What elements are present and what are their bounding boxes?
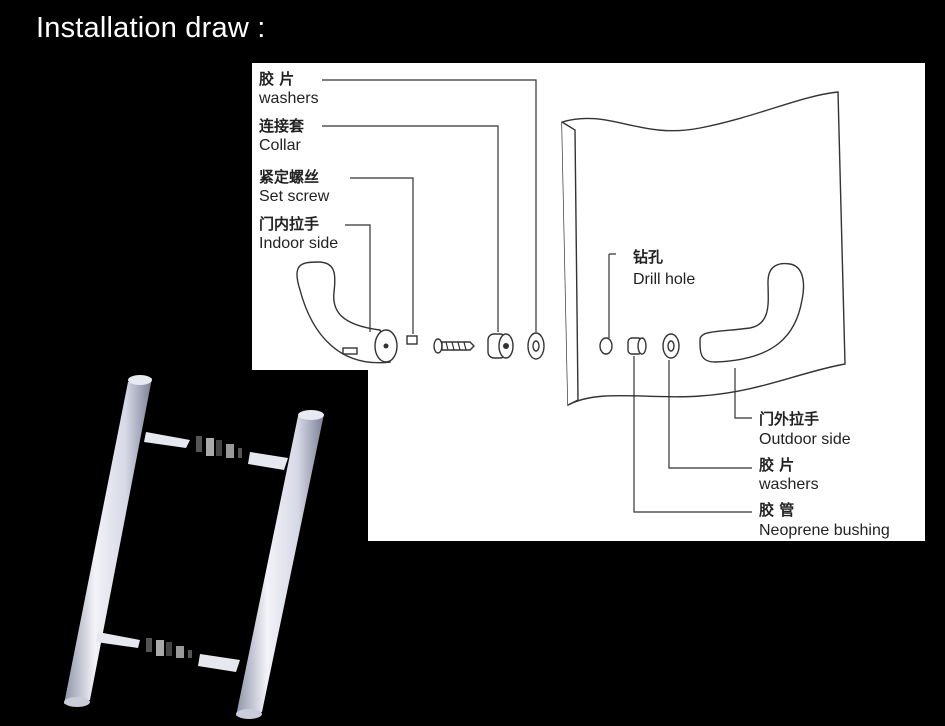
washers-top-en-label: washers (258, 90, 319, 107)
set-screw-en-label: Set screw (259, 188, 330, 205)
handle-3d-render (64, 375, 324, 719)
collar-zh-label: 连接套 (259, 117, 305, 135)
washer-top-part (527, 332, 545, 360)
outdoor-handle (699, 262, 805, 363)
left-tube (64, 378, 152, 704)
indoor-side-en-label: Indoor side (259, 235, 338, 252)
lower-connector (96, 632, 240, 672)
small-screw-left (342, 347, 358, 355)
page-title: Installation draw : (36, 12, 266, 44)
bushing-en-label: Neoprene bushing (759, 522, 890, 539)
leader-lines (322, 79, 752, 513)
washers-bottom-zh-label: 胶 片 (759, 456, 794, 474)
collar-en-label: Collar (259, 137, 301, 154)
indoor-side-zh-label: 门内拉手 (259, 215, 319, 233)
right-tube (236, 414, 324, 716)
long-screw (433, 338, 475, 354)
washers-top-zh-label: 胶 片 (259, 70, 294, 88)
drill-hole-zh-label: 钻孔 (633, 248, 663, 266)
washer-bottom-part (662, 333, 680, 359)
collar-part (487, 333, 514, 359)
drill-hole-en-label: Drill hole (633, 271, 695, 288)
upper-connector (144, 432, 288, 470)
indoor-handle (296, 261, 398, 364)
bushing-zh-label: 胶 管 (759, 501, 794, 519)
set-screw-zh-label: 紧定螺丝 (259, 168, 319, 186)
set-screw-part (406, 335, 418, 345)
outdoor-side-en-label: Outdoor side (759, 431, 851, 448)
washers-bottom-en-label: washers (758, 476, 819, 493)
bushing-part (627, 337, 647, 355)
outdoor-side-zh-label: 门外拉手 (759, 410, 819, 428)
drill-hole-part (599, 337, 613, 355)
